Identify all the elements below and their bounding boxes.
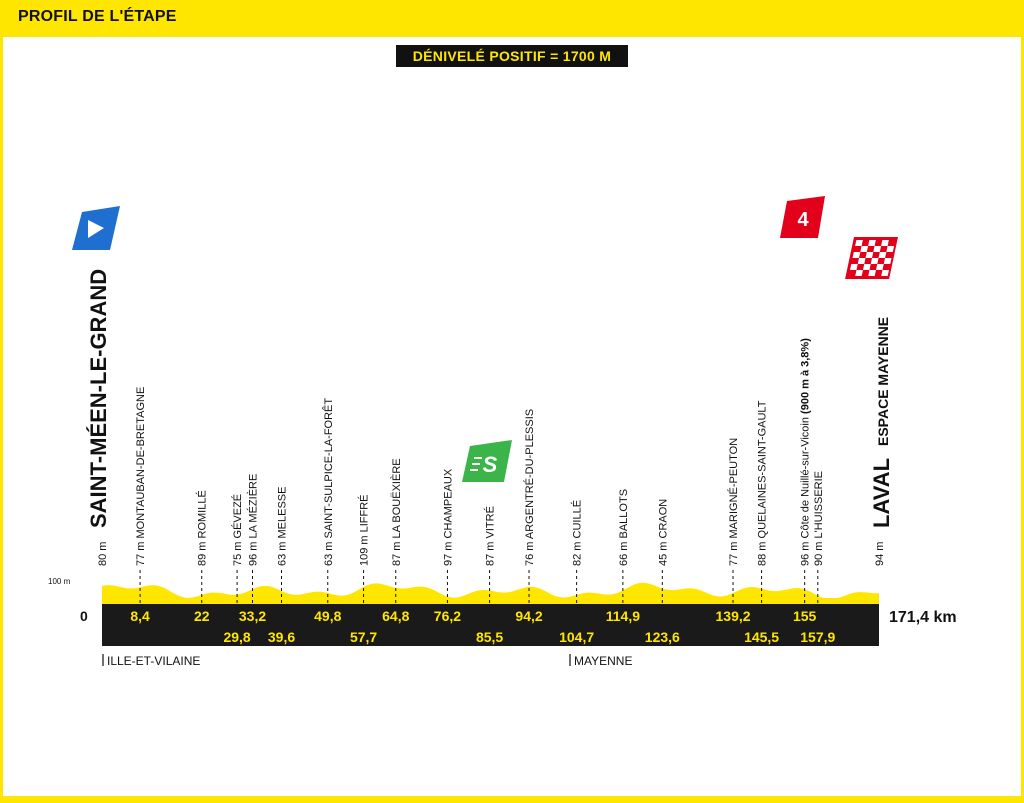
waypoint-km-label: 8,4: [130, 608, 150, 624]
waypoint-km-label: 155: [793, 608, 817, 624]
sprint-symbol: S: [483, 452, 498, 477]
waypoint-km-label: 22: [194, 608, 210, 624]
elevation-area: [102, 582, 879, 604]
waypoint-label: 66 m BALLOTS: [618, 489, 630, 566]
start-flag-icon: [72, 206, 120, 250]
bottom-border: [0, 796, 1024, 803]
page-title: PROFIL DE L'ÉTAPE: [18, 8, 177, 25]
waypoint-km-label: 123,6: [645, 629, 680, 645]
waypoint-label: 88 m QUELAINES-SAINT-GAULT: [757, 400, 769, 566]
waypoint-km-label: 114,9: [606, 608, 640, 624]
waypoint-km-label: 57,7: [350, 629, 377, 645]
waypoint-km-label: 104,7: [559, 629, 594, 645]
finish-town-name: LAVAL: [869, 458, 894, 528]
waypoint-km-label: 64,8: [382, 608, 409, 624]
altitude-ref-label: 100 m: [48, 577, 71, 586]
waypoint-km-label: 94,2: [515, 608, 542, 624]
start-town-name: SAINT-MÉEN-LE-GRAND: [86, 269, 111, 528]
climb-category-icon: 4: [780, 196, 825, 238]
sprint-icon: S: [462, 440, 512, 482]
waypoint-label: 94 m: [874, 542, 886, 566]
waypoint-label: 77 m MONTAUBAN-DE-BRETAGNE: [135, 387, 147, 566]
waypoint-label: 45 m CRAON: [657, 499, 669, 566]
km-bar: [102, 604, 879, 646]
waypoint-label: 75 m GÉVEZÉ: [231, 494, 244, 566]
waypoint-label: 97 m CHAMPEAUX: [442, 468, 454, 566]
waypoint-label: 63 m SAINT-SULPICE-LA-FORÊT: [322, 398, 335, 566]
total-distance-label: 171,4 km: [889, 609, 957, 626]
waypoint-label: 76 m ARGENTRÉ-DU-PLESSIS: [523, 409, 536, 566]
finish-flag-icon: [845, 237, 898, 279]
region-label-mayenne: MAYENNE: [574, 654, 632, 668]
waypoint-label: 90 m L'HUISSERIE: [813, 471, 825, 566]
waypoint-km-label: 157,9: [800, 629, 835, 645]
climb-category-label: 4: [797, 209, 809, 231]
waypoint-km-label: 29,8: [223, 629, 250, 645]
waypoint-km-label: 139,2: [716, 608, 751, 624]
region-label-ille-et-vilaine: ILLE-ET-VILAINE: [107, 654, 200, 668]
waypoint-label: 96 m LA MÉZIÈRE: [247, 474, 260, 566]
waypoint-label: 82 m CUILLÉ: [571, 500, 584, 566]
waypoint-label: 80 m: [97, 542, 109, 566]
waypoint-label: 109 m LIFFRÉ: [358, 494, 371, 566]
waypoint-km-label: 76,2: [434, 608, 461, 624]
waypoint-km-label: 33,2: [239, 608, 266, 624]
waypoint-label: 77 m MARIGNÉ-PEUTON: [727, 438, 740, 566]
waypoint-label: 63 m MELESSE: [277, 487, 289, 566]
left-border: [0, 37, 3, 803]
waypoint-km-label: 39,6: [268, 629, 295, 645]
title-bar: PROFIL DE L'ÉTAPE: [0, 0, 1024, 37]
km-zero-label: 0: [80, 608, 88, 624]
finish-venue-name: ESPACE MAYENNE: [875, 317, 891, 446]
waypoint-label: 87 m LA BOUËXIÈRE: [390, 458, 403, 566]
elevation-gain-badge: DÉNIVELÉ POSITIF = 1700 M: [396, 45, 628, 67]
waypoint-km-label: 145,5: [744, 629, 779, 645]
waypoint-label: 87 m VITRÉ: [484, 506, 497, 566]
right-border: [1021, 37, 1024, 803]
waypoint-km-label: 49,8: [314, 608, 341, 624]
waypoint-label: 89 m ROMILLÉ: [196, 490, 209, 566]
waypoint-km-label: 85,5: [476, 629, 503, 645]
waypoint-label: 96 m Côte de Nuillé-sur-Vicoin (900 m à …: [800, 338, 812, 566]
